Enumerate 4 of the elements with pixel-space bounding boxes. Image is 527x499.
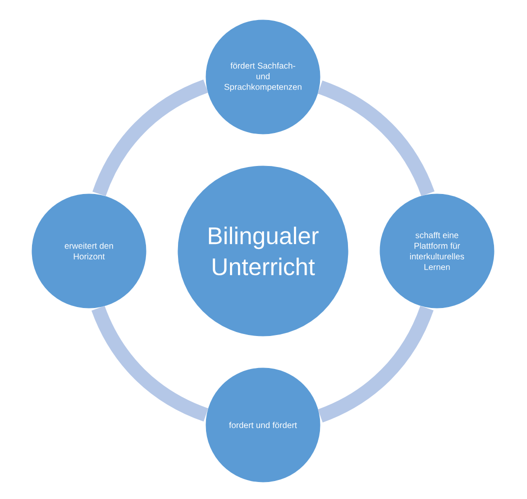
ring-arc <box>92 306 208 422</box>
ring-arc <box>318 306 434 422</box>
ring-arc <box>92 80 208 196</box>
ring-arc <box>318 80 434 196</box>
